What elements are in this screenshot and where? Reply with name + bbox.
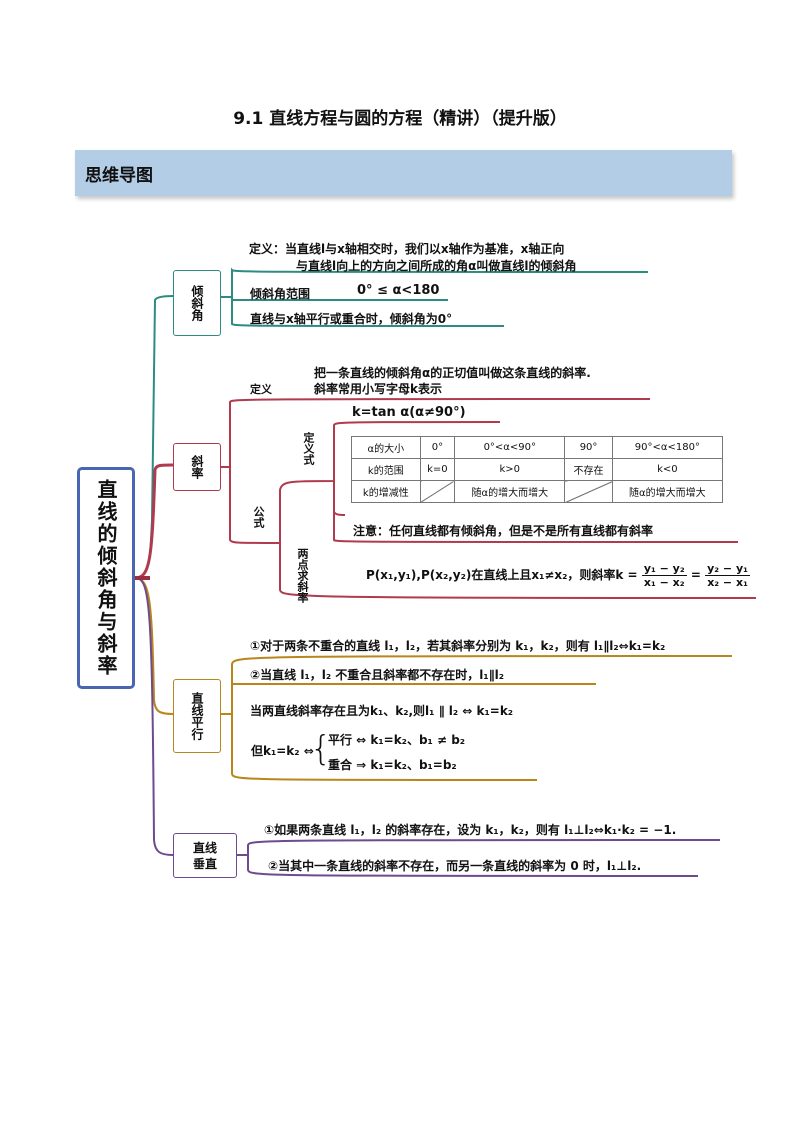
angle-range-label: 倾斜角范围 <box>250 287 311 301</box>
node-inclination-angle-label: 倾斜角 <box>190 285 204 321</box>
node-slope-label: 斜率 <box>190 455 204 479</box>
angle-definition-line1: 定义：当直线l与x轴相交时，我们以x轴作为基准，x轴正向 <box>249 242 565 256</box>
root-label: 直线的倾斜角与斜率 <box>94 479 118 677</box>
perpendicular-item-1: ①如果两条直线 l₁，l₂ 的斜率存在，设为 k₁，k₂，则有 l₁⊥l₂⇔k₁… <box>264 823 677 837</box>
table-cell: 0°<α<90° <box>454 436 566 459</box>
angle-parallel-note: 直线与x轴平行或重合时，倾斜角为0° <box>250 312 453 326</box>
table-cell: 随α的增大而增大 <box>611 480 724 503</box>
section-heading: 思维导图 <box>85 166 153 186</box>
slope-two-point-formula: P(x₁,y₁),P(x₂,y₂)在直线上且x₁≠x₂，则斜率k = y₁ − … <box>366 562 750 589</box>
table-cell: 90°<α<180° <box>611 436 724 459</box>
node-perpendicular-lines[interactable]: 直线垂直 <box>173 833 237 878</box>
slope-formula-label: 公式 <box>252 506 265 528</box>
angle-range-value: 0° ≤ α<180 <box>357 283 440 298</box>
parallel-case-prefix: 但k₁=k₂ ⇔ <box>251 744 314 758</box>
table-row: k的增减性 随α的增大而增大 随α的增大而增大 <box>351 480 724 503</box>
page-title: 9.1 直线方程与圆的方程（精讲）（提升版） <box>233 109 567 129</box>
node-parallel-lines-label: 直线平行 <box>190 692 204 740</box>
parallel-case-brace: { <box>310 729 332 769</box>
slope-definition-line2: 斜率常用小写字母k表示 <box>314 382 442 396</box>
parallel-case-1: 平行 ⇔ k₁=k₂、b₁ ≠ b₂ <box>328 733 466 747</box>
table-cell: k=0 <box>419 458 456 481</box>
perpendicular-item-2: ②当其中一条直线的斜率不存在，而另一条直线的斜率为 0 时，l₁⊥l₂. <box>268 859 642 873</box>
slope-def-label: 定义 <box>250 383 272 396</box>
table-cell: 90° <box>564 436 613 459</box>
parallel-case-2: 重合 ⇒ k₁=k₂、b₁=b₂ <box>328 758 457 772</box>
slope-definition-line1: 把一条直线的倾斜角α的正切值叫做这条直线的斜率. <box>314 366 591 380</box>
angle-definition-line2: 与直线l向上的方向之间所成的角α叫做直线l的倾斜角 <box>296 259 577 273</box>
table-cell: α的大小 <box>351 436 421 459</box>
node-inclination-angle[interactable]: 倾斜角 <box>173 270 221 336</box>
table-cell: k<0 <box>611 458 724 481</box>
slope-two-point-label: 两点求斜率 <box>296 548 309 603</box>
section-banner: 思维导图 <box>75 150 732 196</box>
root-node[interactable]: 直线的倾斜角与斜率 <box>77 467 135 689</box>
equals-sign: = <box>690 568 701 582</box>
slope-tan-formula: k=tan α(α≠90°) <box>352 405 466 420</box>
two-point-text: P(x₁,y₁),P(x₂,y₂)在直线上且x₁≠x₂，则斜率k = <box>366 568 638 582</box>
table-cell <box>419 480 456 503</box>
slope-note: 注意：任何直线都有倾斜角，但是不是所有直线都有斜率 <box>353 524 654 538</box>
parallel-item-1: ①对于两条不重合的直线 l₁，l₂，若其斜率分别为 k₁，k₂，则有 l₁∥l₂… <box>250 639 666 653</box>
node-slope[interactable]: 斜率 <box>173 443 221 491</box>
table-cell <box>564 480 613 503</box>
node-perpendicular-lines-label: 直线垂直 <box>192 840 217 871</box>
slope-def-formula-label: 定义式 <box>302 432 315 465</box>
table-cell: k>0 <box>454 458 566 481</box>
parallel-item-3: 当两直线斜率存在且为k₁、k₂,则l₁ ∥ l₂ ⇔ k₁=k₂ <box>250 704 514 718</box>
table-cell: k的范围 <box>351 458 421 481</box>
table-cell: 不存在 <box>564 458 613 481</box>
table-cell: 随α的增大而增大 <box>454 480 566 503</box>
table-cell: k的增减性 <box>351 480 421 503</box>
table-cell: 0° <box>419 436 456 459</box>
parallel-item-2: ②当直线 l₁，l₂ 不重合且斜率都不存在时，l₁∥l₂ <box>250 668 504 682</box>
node-parallel-lines[interactable]: 直线平行 <box>173 679 221 753</box>
